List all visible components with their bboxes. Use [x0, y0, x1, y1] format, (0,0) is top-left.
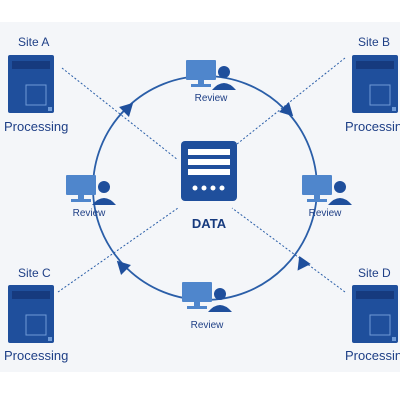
flow-arrow-bottom-left [116, 260, 131, 275]
flow-arrow-bottom-right [297, 255, 311, 271]
site-a-machine-icon [8, 55, 54, 113]
site-b-machine-icon [352, 55, 398, 113]
site-c-machine-icon [8, 285, 54, 343]
flow-arrow-top-right [279, 102, 294, 117]
connector-site-d [231, 207, 346, 293]
site-b-role: Processin [345, 119, 400, 134]
review-right-workstation-icon [302, 175, 352, 205]
site-a-role: Processing [4, 119, 68, 134]
site-d-role: Processin [345, 348, 400, 363]
site-c-role: Processing [4, 348, 68, 363]
connector-site-c [57, 207, 179, 293]
flow-arrow-top-left [119, 102, 134, 117]
bottom-band [0, 372, 400, 400]
site-b-name: Site B [358, 35, 390, 49]
data-server-icon [181, 141, 237, 201]
review-top-workstation-icon [186, 60, 236, 90]
top-band [0, 0, 400, 22]
review-left-workstation-icon [66, 175, 116, 205]
center-data-label: DATA [192, 216, 227, 231]
review-bottom-label: Review [191, 320, 225, 331]
site-d-name: Site D [358, 266, 391, 280]
connector-site-a [61, 67, 179, 161]
review-bottom-workstation-icon [182, 282, 232, 312]
site-d-machine-icon [352, 285, 398, 343]
review-right-label: Review [309, 208, 343, 219]
site-c-name: Site C [18, 266, 51, 280]
site-a-name: Site A [18, 35, 49, 49]
review-top-label: Review [195, 93, 229, 104]
flow-arrows [116, 102, 311, 275]
review-left-label: Review [73, 208, 107, 219]
